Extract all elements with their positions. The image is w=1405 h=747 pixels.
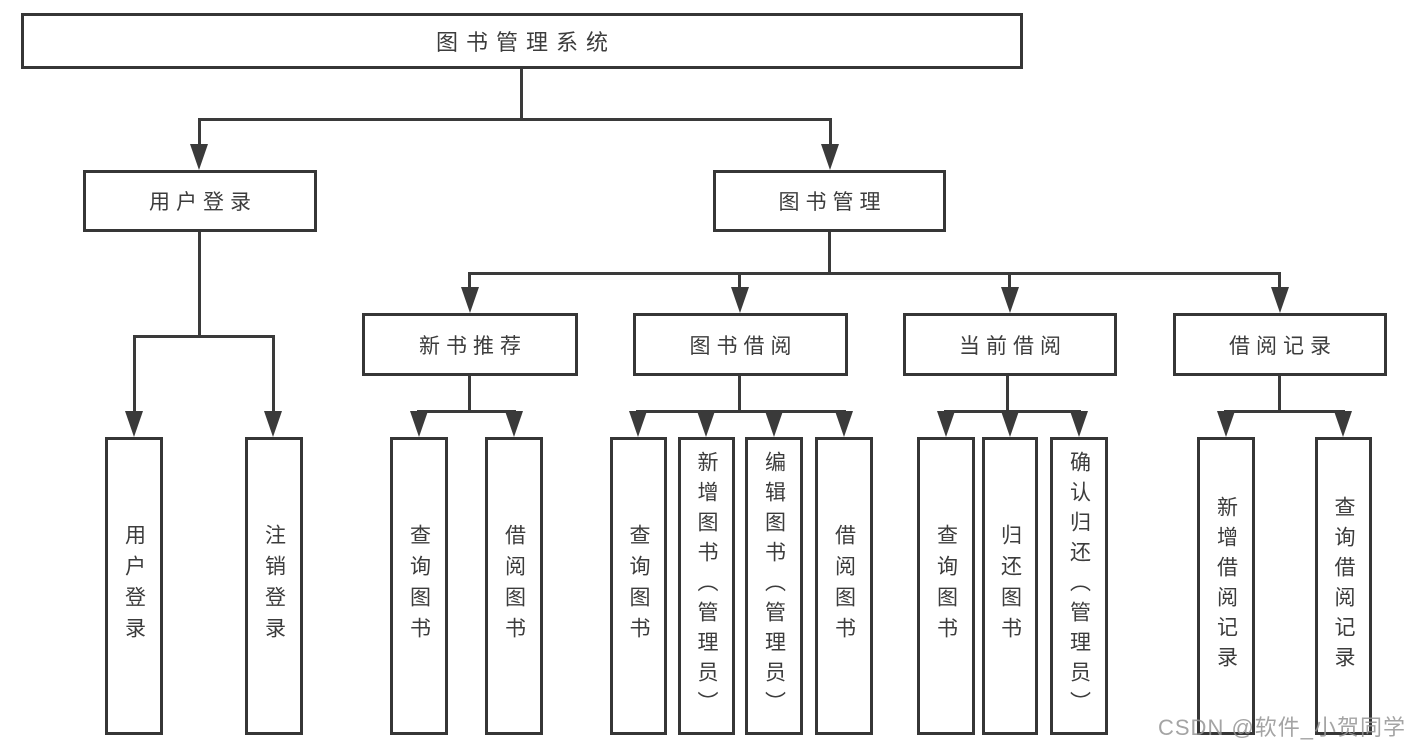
leaf-label: 借阅图书 — [832, 524, 856, 648]
leaf-label: 确认归还（管理员） — [1067, 451, 1091, 721]
arrowhead-current-borrow — [1001, 287, 1019, 313]
connector-borrow-record-stem — [1278, 376, 1281, 410]
connector-level3-bar — [468, 272, 1281, 275]
arrowhead-nb-query — [410, 411, 428, 437]
connector-drop-current-borrow — [1008, 272, 1011, 290]
node-user-login: 用户登录 — [83, 170, 317, 232]
leaf-bb-edit-book-admin: 编辑图书（管理员） — [745, 437, 803, 735]
arrowhead-logout — [264, 411, 282, 437]
node-new-book-recommend: 新书推荐 — [362, 313, 578, 376]
leaf-nb-borrow-book: 借阅图书 — [485, 437, 543, 735]
connector-drop-book-borrow — [738, 272, 741, 290]
connector-root-stem — [520, 69, 523, 118]
connector-borrow-record-bar — [1224, 410, 1345, 413]
leaf-cb-query-book: 查询图书 — [917, 437, 975, 735]
node-book-management: 图书管理 — [713, 170, 946, 232]
leaf-label: 查询图书 — [934, 524, 958, 648]
connector-drop-borrow-record — [1278, 272, 1281, 290]
connector-new-book-stem — [468, 376, 471, 410]
leaf-label: 新增借阅记录 — [1214, 496, 1238, 676]
node-label: 图书管理 — [778, 191, 887, 214]
connector-book-borrow-bar — [636, 410, 846, 413]
connector-current-borrow-stem — [1006, 376, 1009, 410]
connector-new-book-bar — [417, 410, 516, 413]
node-label: 用户登录 — [149, 191, 257, 214]
leaf-cb-confirm-return-admin: 确认归还（管理员） — [1050, 437, 1108, 735]
leaf-cb-return-book: 归还图书 — [982, 437, 1038, 735]
arrowhead-borrow-record — [1271, 287, 1289, 313]
leaf-user-login: 用户登录 — [105, 437, 163, 735]
node-book-borrow: 图书借阅 — [633, 313, 848, 376]
node-borrow-record: 借阅记录 — [1173, 313, 1387, 376]
node-library-management-system: 图书管理系统 — [21, 13, 1023, 69]
arrowhead-br-add — [1217, 411, 1235, 437]
arrowhead-br-query — [1334, 411, 1352, 437]
connector-book-management-stem — [828, 232, 831, 272]
arrowhead-book-borrow — [731, 287, 749, 313]
arrowhead-cb-confirm — [1070, 411, 1088, 437]
connector-drop-logout — [272, 335, 275, 413]
arrowhead-bb-borrow — [835, 411, 853, 437]
connector-drop-new-book — [468, 272, 471, 290]
arrowhead-login — [125, 411, 143, 437]
leaf-label: 归还图书 — [998, 524, 1022, 648]
leaf-bb-query-book: 查询图书 — [610, 437, 667, 735]
arrowhead-bb-query — [629, 411, 647, 437]
leaf-label: 用户登录 — [122, 524, 146, 648]
connector-drop-user-login — [198, 118, 201, 148]
arrowhead-cb-query — [937, 411, 955, 437]
connector-user-login-stem — [198, 232, 201, 335]
node-label: 当前借阅 — [959, 334, 1067, 358]
leaf-label: 查询图书 — [407, 524, 431, 648]
arrowhead-new-book — [461, 287, 479, 313]
connector-level2-bar — [198, 118, 832, 121]
arrowhead-bb-edit — [765, 411, 783, 437]
node-label: 新书推荐 — [419, 334, 527, 358]
node-current-borrow: 当前借阅 — [903, 313, 1117, 376]
leaf-label: 借阅图书 — [502, 524, 526, 648]
leaf-br-add-record: 新增借阅记录 — [1197, 437, 1255, 735]
node-label: 图书管理系统 — [435, 30, 616, 55]
connector-book-borrow-stem — [738, 376, 741, 410]
leaf-label: 查询图书 — [627, 524, 650, 648]
csdn-watermark: CSDN @软件_小贺同学 — [1158, 715, 1405, 740]
connector-user-login-bar — [133, 335, 275, 338]
connector-drop-book-management — [829, 118, 832, 148]
leaf-bb-borrow-book: 借阅图书 — [815, 437, 873, 735]
arrowhead-cb-return — [1001, 411, 1019, 437]
connector-drop-login — [133, 335, 136, 413]
leaf-label: 编辑图书（管理员） — [762, 451, 786, 721]
node-label: 图书借阅 — [689, 334, 798, 358]
leaf-label: 注销登录 — [262, 524, 286, 648]
leaf-label: 新增图书（管理员） — [695, 451, 718, 721]
leaf-bb-add-book-admin: 新增图书（管理员） — [678, 437, 735, 735]
arrowhead-user-login — [190, 144, 208, 170]
leaf-label: 查询借阅记录 — [1332, 496, 1355, 676]
arrowhead-nb-borrow — [505, 411, 523, 437]
leaf-logout: 注销登录 — [245, 437, 303, 735]
arrowhead-book-management — [821, 144, 839, 170]
leaf-br-query-record: 查询借阅记录 — [1315, 437, 1372, 735]
leaf-nb-query-book: 查询图书 — [390, 437, 448, 735]
node-label: 借阅记录 — [1229, 334, 1337, 358]
arrowhead-bb-add — [697, 411, 715, 437]
